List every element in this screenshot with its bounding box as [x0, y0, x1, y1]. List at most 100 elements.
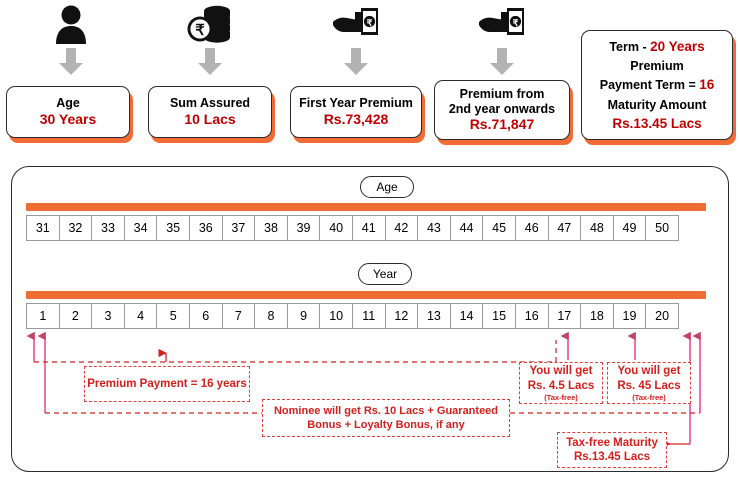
year-cell-10: 10	[319, 303, 353, 329]
year-cell-5: 5	[156, 303, 190, 329]
age-row-label: Age	[360, 176, 414, 198]
age-cell-34: 34	[123, 215, 158, 241]
year-cell-15: 15	[482, 303, 516, 329]
callout-payout-year-16: You will get Rs. 4.5 Lacs (Tax-free)	[519, 362, 603, 404]
callout-premium-payment: Premium Payment = 16 years	[84, 366, 250, 402]
year-cell-3: 3	[91, 303, 125, 329]
age-cell-38: 38	[254, 215, 288, 241]
card-age-value: 30 Years	[39, 111, 97, 128]
summary-maturity-label: Maturity Amount	[607, 97, 707, 112]
year-cell-1: 1	[26, 303, 60, 329]
rupee-coins-icon: ₹	[148, 2, 272, 46]
callout-payout-year-18: You will get Rs. 45 Lacs (Tax-free)	[607, 362, 691, 404]
card-sum-assured-value: 10 Lacs	[184, 111, 236, 128]
card-first-year-premium-label: First Year Premium	[299, 96, 413, 111]
card-renewal-premium-label-2: 2nd year onwards	[448, 101, 556, 116]
callout-payout-18-note: (Tax-free)	[632, 392, 666, 402]
summary-ppt-label: Payment Term =	[599, 78, 700, 93]
year-row-label-text: Year	[372, 267, 398, 281]
age-cell-36: 36	[188, 215, 223, 241]
card-policy-summary: Term - 20 Years Premium Payment Term = 1…	[581, 30, 733, 140]
age-cell-32: 32	[58, 215, 93, 241]
age-cell-35: 35	[156, 215, 190, 241]
year-cell-12: 12	[384, 303, 419, 329]
year-cell-17: 17	[547, 303, 582, 329]
callout-premium-payment-text: Premium Payment = 16 years	[87, 377, 247, 390]
callout-payout-16-line-2: Rs. 4.5 Lacs	[527, 379, 595, 392]
card-sum-assured-label: Sum Assured	[169, 96, 251, 111]
callout-maturity-line-1: Tax-free Maturity	[566, 436, 658, 449]
summary-premium-label: Premium	[630, 59, 684, 74]
summary-term-label: Term -	[609, 40, 651, 55]
down-arrow-icon	[343, 48, 369, 76]
card-first-year-premium: First Year Premium Rs.73,428	[290, 86, 422, 138]
age-cell-37: 37	[221, 215, 256, 241]
callout-payout-16-note: (Tax-free)	[544, 392, 578, 402]
callout-maturity: Tax-free Maturity Rs.13.45 Lacs	[557, 432, 667, 468]
year-cell-14: 14	[449, 303, 484, 329]
down-arrow-icon	[58, 48, 84, 76]
summary-maturity-value: Rs.13.45 Lacs	[612, 115, 702, 131]
year-cell-20: 20	[645, 303, 679, 329]
hand-cash-icon: ₹	[434, 2, 570, 46]
card-first-year-premium-value: Rs.73,428	[323, 111, 389, 128]
age-cell-33: 33	[91, 215, 125, 241]
card-renewal-premium-value: Rs.71,847	[469, 116, 535, 133]
year-row-label: Year	[358, 263, 412, 285]
callout-maturity-line-2: Rs.13.45 Lacs	[573, 451, 651, 463]
summary-term-line: Term - 20 Years	[609, 37, 704, 56]
age-cell-50: 50	[645, 215, 679, 241]
summary-premium-word: Premium	[630, 56, 684, 75]
age-orange-bar	[26, 203, 706, 211]
year-cell-4: 4	[123, 303, 158, 329]
callout-payout-18-line-2: Rs. 45 Lacs	[617, 379, 681, 392]
summary-maturity-value-line: Rs.13.45 Lacs	[612, 114, 701, 133]
age-cell-48: 48	[580, 215, 614, 241]
age-cell-42: 42	[384, 215, 419, 241]
age-cell-40: 40	[319, 215, 353, 241]
age-cell-41: 41	[351, 215, 386, 241]
card-age-label: Age	[56, 96, 80, 111]
summary-term-value: 20 Years	[650, 39, 705, 55]
svg-text:₹: ₹	[195, 23, 205, 39]
year-cell-16: 16	[514, 303, 549, 329]
down-arrow-icon	[489, 48, 515, 76]
age-cell-47: 47	[547, 215, 582, 241]
hand-cash-icon: ₹	[290, 2, 422, 46]
card-renewal-premium: Premium from 2nd year onwards Rs.71,847	[434, 80, 570, 140]
age-cell-43: 43	[417, 215, 451, 241]
person-icon	[6, 2, 136, 46]
year-cell-2: 2	[58, 303, 93, 329]
summary-ppt-line: Payment Term = 16	[600, 75, 715, 94]
callout-payout-18-line-1: You will get	[617, 365, 681, 378]
year-cell-8: 8	[254, 303, 288, 329]
year-cell-19: 19	[612, 303, 647, 329]
summary-ppt-value: 16	[699, 77, 715, 93]
age-row-label-text: Age	[376, 180, 398, 194]
age-cell-45: 45	[482, 215, 516, 241]
card-renewal-premium-label-1: Premium from	[459, 86, 545, 101]
card-sum-assured: Sum Assured 10 Lacs	[148, 86, 272, 138]
age-cell-39: 39	[286, 215, 321, 241]
age-cell-46: 46	[514, 215, 549, 241]
summary-maturity-label-line: Maturity Amount	[608, 95, 707, 114]
callout-nominee-line-1: Nominee will get Rs. 10 Lacs + Guarantee…	[273, 404, 499, 417]
year-cell-9: 9	[286, 303, 321, 329]
svg-text:₹: ₹	[367, 18, 373, 28]
age-cell-31: 31	[26, 215, 60, 241]
year-cell-18: 18	[580, 303, 614, 329]
callout-payout-16-line-1: You will get	[529, 365, 593, 378]
card-age: Age 30 Years	[6, 86, 130, 138]
year-orange-bar	[26, 291, 706, 299]
age-cell-49: 49	[612, 215, 647, 241]
age-cell-44: 44	[449, 215, 484, 241]
year-cell-13: 13	[417, 303, 451, 329]
down-arrow-icon	[197, 48, 223, 76]
year-cell-7: 7	[221, 303, 256, 329]
callout-nominee-line-2: Bonus + Loyalty Bonus, if any	[307, 419, 465, 431]
callout-nominee: Nominee will get Rs. 10 Lacs + Guarantee…	[262, 399, 510, 437]
year-cell-6: 6	[188, 303, 223, 329]
